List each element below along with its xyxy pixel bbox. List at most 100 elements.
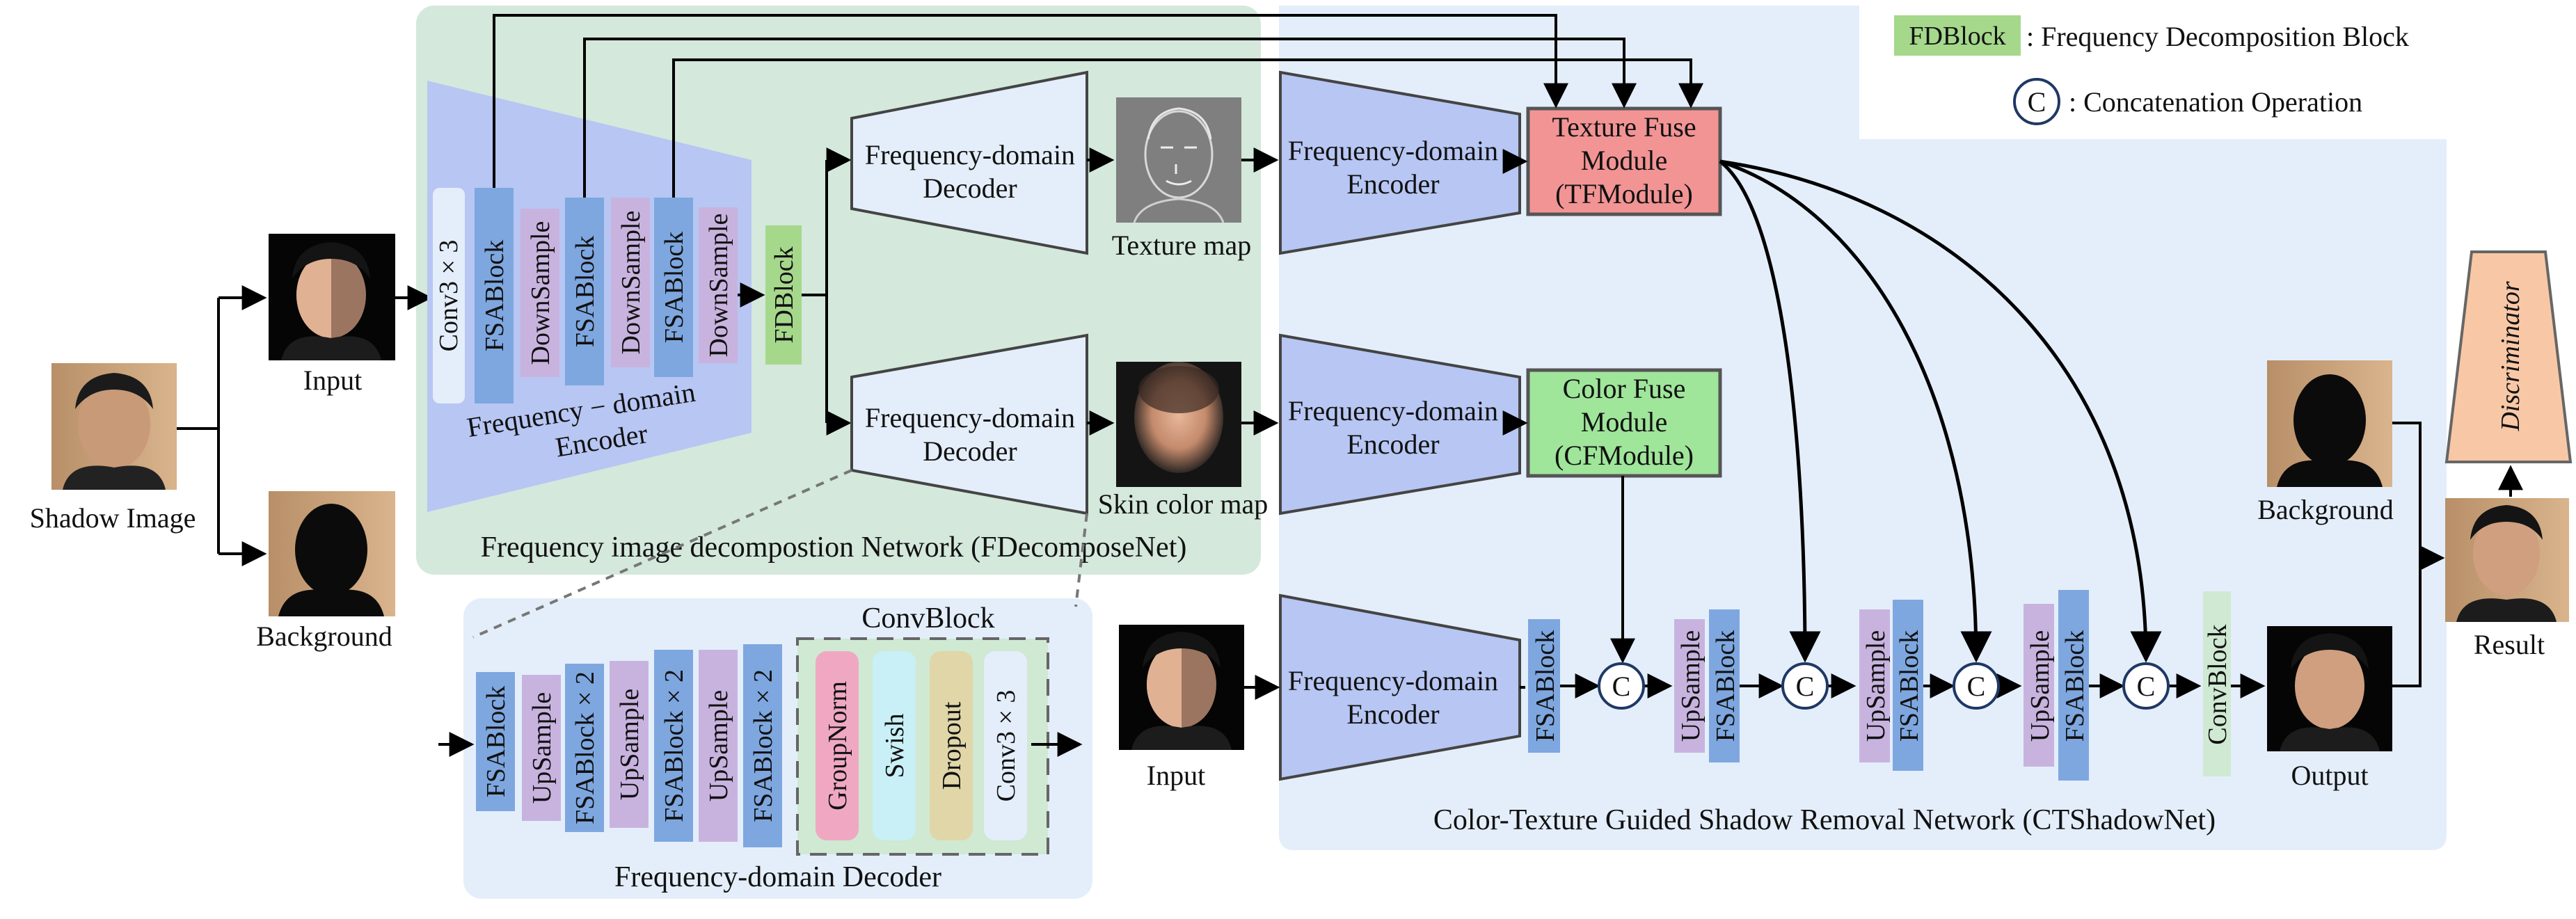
texture-decoder-label-1: Frequency-domain (865, 139, 1075, 170)
discriminator-label: Discriminator (2496, 281, 2525, 432)
legend-fdblock-key: FDBlock (1909, 22, 2005, 51)
fdecompose-title: Frequency image decompostion Network (FD… (481, 532, 1187, 564)
background-image-label: Background (256, 621, 392, 652)
concat-2-label: C (1796, 671, 1815, 702)
result-label: Result (2474, 629, 2545, 660)
dec-fsablock-x2-2 (654, 650, 693, 842)
tf-module (1526, 106, 1722, 216)
downsample-3 (699, 207, 738, 363)
ct-fsablock-3-label: FSABlock (2060, 630, 2090, 742)
fsablock-1-label: FSABlock (480, 240, 509, 351)
downsample-3-label: DownSample (704, 214, 733, 358)
dec-fsablock-x2-1-label: FSABlock × 2 (571, 671, 600, 824)
dec-fsablock (476, 672, 515, 811)
convblock-title: ConvBlock (861, 602, 994, 634)
concat-4 (2122, 662, 2170, 710)
ct-color-encoder (1279, 333, 1521, 516)
color-decoder-label-1: Frequency-domain (865, 402, 1075, 433)
background-image (269, 491, 395, 616)
legend-concat-key: C (2028, 86, 2046, 118)
legend-concat-circle (2013, 78, 2060, 125)
result-image (2445, 498, 2569, 622)
fdblock (765, 225, 802, 365)
ct-upsample-1-label: UpSample (1676, 630, 1706, 742)
decoder-output-arrows (1087, 147, 1279, 435)
fsablock-1 (475, 188, 514, 403)
dec-upsample-1 (522, 675, 561, 821)
dec-fsablock-label: FSABlock (482, 686, 511, 797)
input-image (269, 234, 395, 360)
fsablock-3 (654, 198, 693, 377)
fsablock-3-label: FSABlock (660, 232, 689, 343)
concat-1 (1598, 662, 1645, 710)
dec-upsample-3-label: UpSample (704, 690, 733, 801)
downsample-1 (520, 209, 559, 377)
swish-label: Swish (880, 714, 909, 778)
conv3x3-detail-label: Conv3 × 3 (992, 690, 1021, 802)
ct-input-encoder-label-1: Frequency-domain (1288, 665, 1498, 696)
ct-input-label: Input (1147, 760, 1205, 791)
ct-input-image (1119, 625, 1244, 750)
ct-convblock (2203, 591, 2231, 776)
ct-background-label: Background (2257, 494, 2394, 525)
ct-texture-encoder-label-1: Frequency-domain (1288, 135, 1498, 166)
concat-3-label: C (1967, 671, 1986, 702)
downsample-2-label: DownSample (617, 211, 646, 355)
ct-upsample-2-label: UpSample (1861, 630, 1891, 742)
downsample-2 (611, 198, 650, 367)
dec-fsablock-x2-3-label: FSABlock × 2 (749, 669, 778, 822)
tf-module-line1: Texture Fuse (1552, 111, 1696, 143)
tf-curves (1719, 159, 2162, 663)
texture-map-label: Texture map (1112, 230, 1251, 261)
ct-upsample-2 (1859, 609, 1890, 762)
legend-fdblock-swatch (1894, 15, 2021, 56)
ct-output-label: Output (2291, 760, 2368, 791)
skin-color-map-image (1116, 362, 1241, 487)
tf-module-line2: Module (1581, 145, 1667, 176)
shadow-image-label: Shadow Image (30, 502, 196, 534)
ct-upsample-3-label: UpSample (2026, 630, 2055, 742)
concat-3 (1953, 662, 2000, 710)
ct-fsablock-2-label: FSABlock (1895, 630, 1924, 742)
texture-decoder (850, 70, 1088, 255)
ct-fsablock-1-label: FSABlock (1711, 630, 1740, 742)
ct-upsample-3 (2024, 604, 2054, 767)
cf-module-line1: Color Fuse (1563, 373, 1686, 404)
ct-fsablock-0 (1528, 619, 1560, 753)
texture-map-image (1116, 97, 1241, 223)
skip-connections (493, 14, 1703, 198)
decoder-row-arrows (1520, 476, 2266, 698)
cf-module-line2: Module (1581, 406, 1667, 438)
dropout-label: Dropout (937, 701, 967, 790)
ct-background-image (2267, 360, 2392, 487)
dec-fsablock-x2-3 (743, 644, 782, 847)
color-decoder-label-2: Decoder (923, 435, 1017, 467)
swish-block (873, 651, 916, 840)
ct-color-encoder-label-2: Encoder (1346, 429, 1439, 460)
fsablock-2-label: FSABlock (571, 236, 600, 347)
ct-convblock-label: ConvBlock (2203, 624, 2232, 744)
dec-upsample-2-label: UpSample (615, 689, 644, 800)
ct-upsample-1 (1674, 619, 1705, 753)
fdblock-label: FDBlock (770, 246, 799, 343)
groupnorm-label: GroupNorm (823, 681, 852, 810)
concat-1-label: C (1612, 671, 1631, 702)
ct-fsablock-2 (1893, 600, 1923, 771)
ct-output-image (2267, 626, 2392, 751)
ct-fsablock-1 (1709, 609, 1740, 762)
skin-color-map-label: Skin color map (1098, 488, 1268, 520)
dec-fsablock-x2-2-label: FSABlock × 2 (660, 669, 689, 822)
ctshadow-title: Color-Texture Guided Shadow Removal Netw… (1433, 804, 2216, 836)
dec-upsample-3 (699, 650, 738, 842)
downsample-1-label: DownSample (526, 221, 555, 365)
ct-input-encoder-label-2: Encoder (1346, 698, 1439, 730)
tf-module-line3: (TFModule) (1555, 178, 1693, 209)
texture-decoder-label-2: Decoder (923, 173, 1017, 204)
dec-fsablock-x2-1 (565, 664, 604, 832)
conv3x3-detail-block (984, 651, 1027, 840)
cf-module (1526, 368, 1722, 478)
ct-fsablock-0-label: FSABlock (1531, 630, 1560, 742)
dropout-block (930, 651, 973, 840)
